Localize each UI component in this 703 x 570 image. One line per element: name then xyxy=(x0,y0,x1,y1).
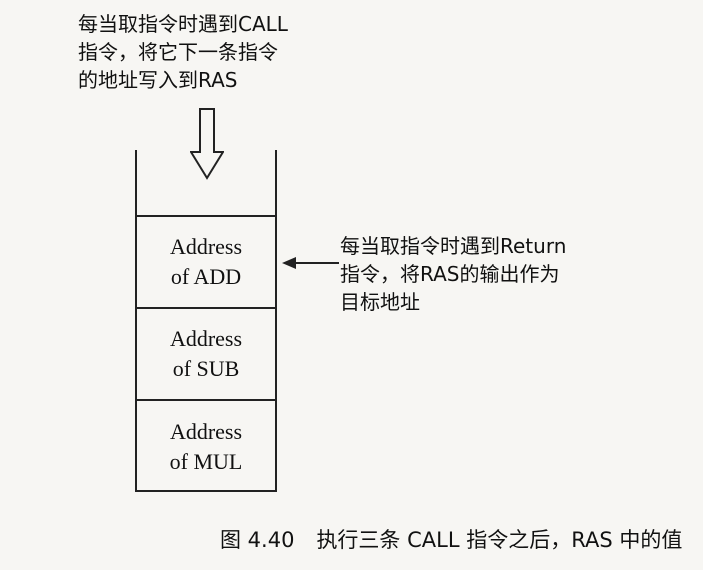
stack-entry-line: of SUB xyxy=(172,356,240,381)
call-annotation-line: 的地址写入到RAS xyxy=(78,68,238,92)
call-annotation-line: 每当取指令时遇到CALL xyxy=(78,12,288,36)
stack-entry-line: Address xyxy=(169,419,243,444)
return-annotation-line: 每当取指令时遇到Return xyxy=(340,234,567,258)
figure-caption-text: 执行三条 CALL 指令之后，RAS 中的值 xyxy=(316,528,683,552)
push-arrow-icon xyxy=(190,108,224,180)
stack-empty-slot xyxy=(137,150,275,217)
return-annotation-line: 目标地址 xyxy=(340,290,420,314)
figure-number: 图 4.40 xyxy=(220,528,295,552)
call-annotation-line: 指令，将它下一条指令 xyxy=(78,40,278,64)
stack-entry-add: Address of ADD xyxy=(137,217,275,309)
stack-entry-mul: Address of MUL xyxy=(137,401,275,493)
stack-entry-line: Address xyxy=(169,326,243,351)
stack-entry-line: of ADD xyxy=(170,264,242,289)
output-arrow-icon xyxy=(282,257,339,269)
stack-entry-line: Address xyxy=(169,234,243,259)
call-annotation: 每当取指令时遇到CALL 指令，将它下一条指令 的地址写入到RAS xyxy=(78,10,288,94)
return-annotation: 每当取指令时遇到Return 指令，将RAS的输出作为 目标地址 xyxy=(340,232,566,316)
figure-caption: 图 4.40 执行三条 CALL 指令之后，RAS 中的值 xyxy=(220,524,682,554)
return-annotation-line: 指令，将RAS的输出作为 xyxy=(340,262,560,286)
ras-stack: Address of ADD Address of SUB Address of… xyxy=(135,150,277,492)
stack-entry-sub: Address of SUB xyxy=(137,309,275,401)
stack-entry-line: of MUL xyxy=(169,449,243,474)
